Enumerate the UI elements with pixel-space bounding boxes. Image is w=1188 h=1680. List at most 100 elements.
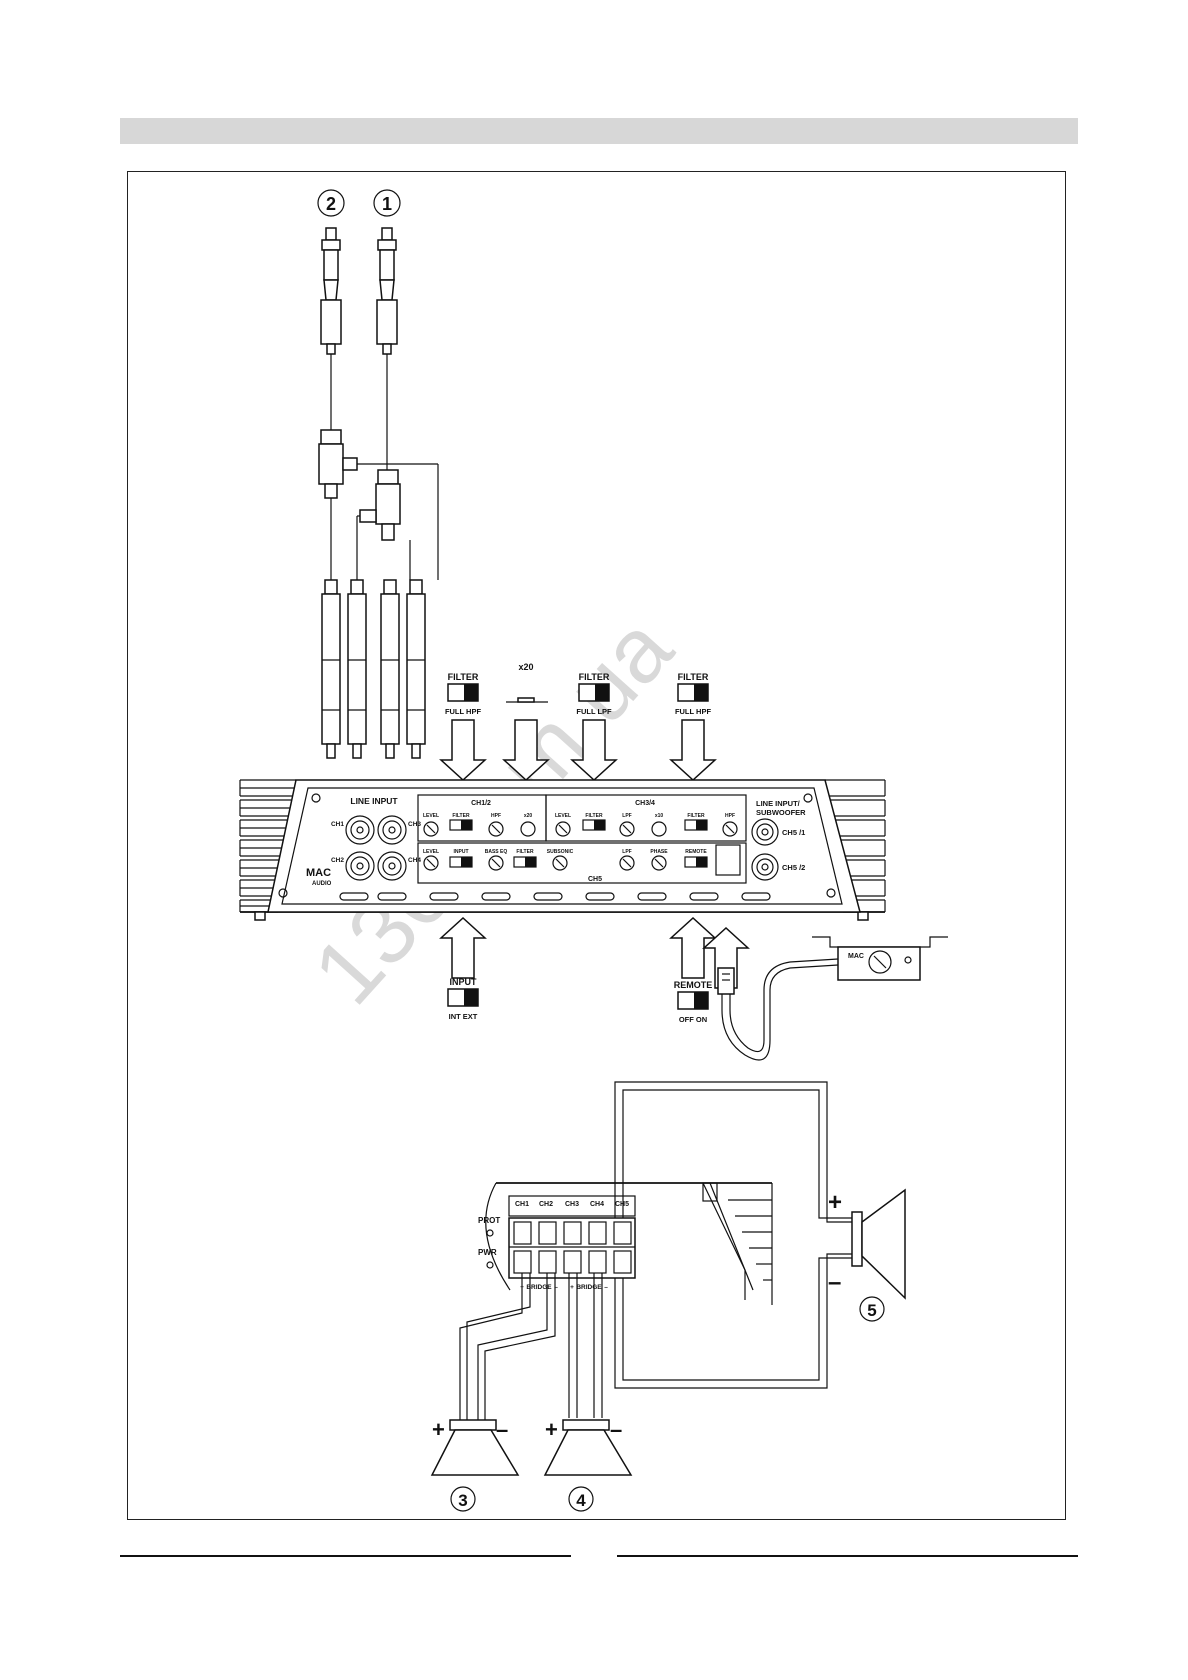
callout-2: 2 — [317, 189, 345, 217]
svg-text:CH4: CH4 — [408, 857, 421, 864]
remote-switch: REMOTE OFF ON — [674, 980, 713, 1024]
amplifier: MAC AUDIO LINE INPUT CH1 CH2 CH3 CH4 CH1… — [239, 779, 886, 921]
svg-text:HPF: HPF — [725, 813, 735, 819]
subwoofer-wiring — [614, 1081, 852, 1389]
speaker-3: + – — [430, 1417, 520, 1476]
svg-text:FILTER: FILTER — [687, 813, 705, 819]
svg-text:FULL HPF: FULL HPF — [675, 707, 712, 716]
svg-text:FILTER: FILTER — [516, 849, 534, 855]
svg-text:2: 2 — [326, 194, 336, 214]
svg-text:LPF: LPF — [622, 813, 631, 819]
callout-4: 4 — [568, 1486, 594, 1512]
svg-text:SUBSONIC: SUBSONIC — [547, 849, 574, 855]
filter-switch-ch12: FILTER FULL HPF — [445, 672, 482, 716]
amplifier-terminal-side: PROT PWR CH1 CH2 CH3 CH4 CH5 + – + – — [478, 1182, 773, 1305]
arrow-down-4 — [670, 719, 716, 781]
svg-text:3: 3 — [458, 1491, 467, 1510]
svg-text:BRIDGE: BRIDGE — [576, 1284, 602, 1291]
diagram-frame — [127, 171, 1066, 1520]
svg-text:OFF ON: OFF ON — [679, 1015, 707, 1024]
callout-3: 3 — [450, 1486, 476, 1512]
svg-text:BRIDGE: BRIDGE — [526, 1284, 552, 1291]
svg-text:CH1: CH1 — [515, 1201, 529, 1208]
filter-switch-ch34: FILTER FULL LPF — [576, 672, 612, 716]
svg-text:REMOTE: REMOTE — [674, 980, 713, 990]
svg-text:FILTER: FILTER — [448, 672, 479, 682]
rca-plug-2 — [320, 227, 342, 355]
svg-text:+: + — [570, 1284, 574, 1291]
svg-text:CH3: CH3 — [565, 1201, 579, 1208]
svg-text:4: 4 — [576, 1491, 586, 1510]
gain-indicator: x20 — [506, 662, 548, 703]
filter-switch-ch5: FILTER FULL HPF — [675, 672, 712, 716]
speaker-3-wiring — [459, 1273, 556, 1422]
svg-text:LINE INPUT: LINE INPUT — [350, 796, 398, 806]
remote-connector — [717, 958, 839, 1061]
svg-text:INPUT: INPUT — [454, 849, 469, 855]
svg-text:INT EXT: INT EXT — [449, 1012, 478, 1021]
svg-text:CH2: CH2 — [331, 857, 344, 864]
svg-text:+: + — [545, 1417, 558, 1442]
footer-rule-left — [120, 1555, 571, 1557]
svg-text:LEVEL: LEVEL — [555, 813, 571, 819]
svg-text:MAC: MAC — [848, 953, 864, 960]
svg-text:CH1/2: CH1/2 — [471, 800, 491, 807]
svg-text:MAC: MAC — [306, 867, 331, 879]
svg-text:x20: x20 — [518, 662, 533, 672]
svg-text:–: – — [496, 1417, 508, 1442]
speaker-4-wiring — [568, 1273, 603, 1418]
svg-text:FILTER: FILTER — [452, 813, 470, 819]
svg-text:HPF: HPF — [491, 813, 501, 819]
svg-text:x20: x20 — [524, 813, 533, 819]
svg-text:REMOTE: REMOTE — [685, 849, 707, 855]
svg-text:FULL LPF: FULL LPF — [576, 707, 612, 716]
svg-text:1: 1 — [382, 194, 392, 214]
svg-text:CH5: CH5 — [588, 876, 602, 883]
rca-plug-ch2 — [347, 579, 367, 759]
rca-plug-ch1 — [321, 579, 341, 759]
remote-bass-knob: MAC — [812, 936, 948, 981]
svg-text:x10: x10 — [655, 813, 664, 819]
svg-text:PHASE: PHASE — [650, 849, 668, 855]
speaker-4: + – — [543, 1417, 633, 1476]
svg-text:CH3: CH3 — [408, 821, 421, 828]
svg-text:–: – — [554, 1284, 558, 1291]
svg-text:FILTER: FILTER — [678, 672, 709, 682]
svg-text:CH5 /2: CH5 /2 — [782, 863, 805, 872]
svg-text:+: + — [828, 1189, 842, 1216]
svg-text:FILTER: FILTER — [579, 672, 610, 682]
svg-text:–: – — [828, 1269, 841, 1296]
svg-text:AUDIO: AUDIO — [312, 881, 332, 887]
svg-text:CH5: CH5 — [615, 1201, 629, 1208]
speaker-5: + – — [828, 1188, 906, 1300]
svg-text:+: + — [432, 1417, 445, 1442]
svg-text:CH1: CH1 — [331, 821, 344, 828]
input-switch: INPUT INT EXT — [447, 977, 479, 1021]
svg-text:–: – — [604, 1284, 608, 1291]
svg-text:LEVEL: LEVEL — [423, 813, 439, 819]
svg-text:5: 5 — [867, 1301, 876, 1320]
rca-plug-ch4 — [406, 579, 426, 759]
svg-text:LINE INPUT/: LINE INPUT/ — [756, 799, 801, 808]
svg-text:FULL HPF: FULL HPF — [445, 707, 482, 716]
rca-plug-ch3 — [380, 579, 400, 759]
y-splitter-left — [318, 429, 439, 580]
svg-text:CH2: CH2 — [539, 1201, 553, 1208]
callout-1: 1 — [373, 189, 401, 217]
svg-text:SUBWOOFER: SUBWOOFER — [756, 808, 806, 817]
svg-text:LEVEL: LEVEL — [423, 849, 439, 855]
callout-5: 5 — [859, 1296, 885, 1322]
rca-plug-1 — [376, 227, 398, 355]
svg-text:PROT: PROT — [478, 1216, 500, 1225]
svg-text:CH4: CH4 — [590, 1201, 604, 1208]
svg-text:CH5 /1: CH5 /1 — [782, 828, 805, 837]
y-splitter-right — [356, 469, 401, 580]
header-bar — [120, 118, 1078, 144]
footer-rule-right — [617, 1555, 1078, 1557]
svg-text:FILTER: FILTER — [585, 813, 603, 819]
svg-text:BASS EQ: BASS EQ — [485, 849, 508, 855]
svg-text:PWR: PWR — [478, 1248, 497, 1257]
svg-text:CH3/4: CH3/4 — [635, 800, 655, 807]
svg-text:–: – — [610, 1417, 622, 1442]
